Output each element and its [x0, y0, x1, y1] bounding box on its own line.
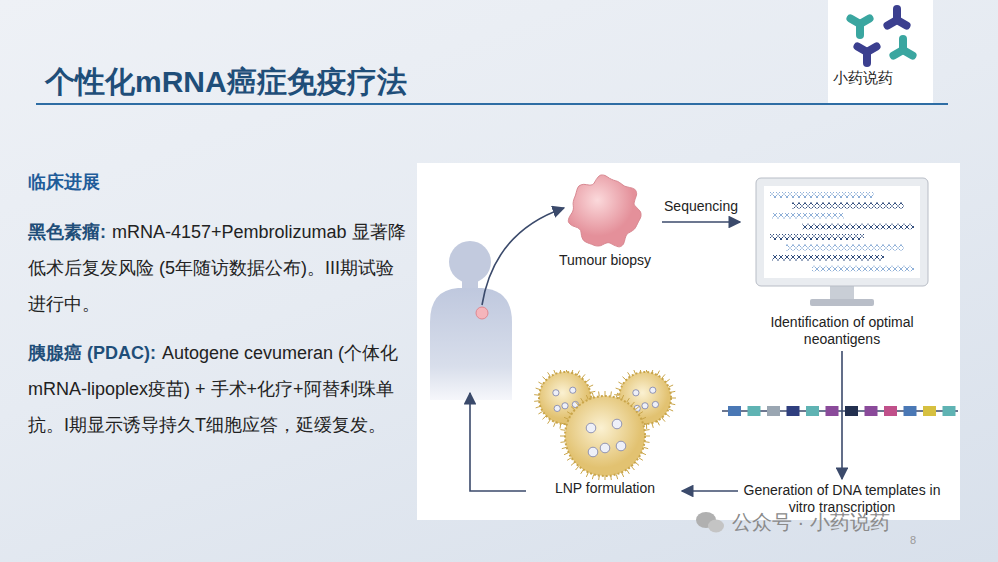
logo-piece: [893, 39, 912, 56]
template-bead: [845, 406, 858, 416]
tumour-blob: [568, 175, 641, 247]
person-silhouette: [430, 241, 512, 400]
tumour-biopsy-node: Tumour biopsy: [550, 172, 660, 269]
logo-text: 小药说药: [833, 69, 893, 86]
dna-template-strand: [722, 406, 958, 416]
text-block: 临床进展: [28, 170, 408, 194]
template-bead: [767, 406, 780, 416]
edge-label: Sequencing: [662, 198, 740, 214]
template-node: Generation of DNA templates in vitro tra…: [740, 482, 944, 516]
node-label: LNP formulation: [530, 480, 680, 497]
disease-heading: 黑色素瘤:: [28, 222, 106, 242]
logo-piece: [887, 9, 906, 26]
lnp-node: LNP formulation: [530, 370, 680, 497]
text-block: 小药说药: [833, 69, 928, 88]
node-label: Tumour biopsy: [550, 252, 660, 269]
title-rule: [36, 103, 948, 105]
template-bead: [865, 406, 878, 416]
monitor-node: Identification of optimal neoantigens: [742, 176, 942, 348]
template-bead: [787, 406, 800, 416]
process-arrow: [841, 351, 843, 479]
logo-mark: [850, 9, 912, 63]
return-arrow: [470, 393, 526, 491]
node-label: Identification of optimal neoantigens: [742, 314, 942, 348]
watermark: 公众号 · 小药说药: [732, 511, 890, 533]
template-bead: [728, 406, 741, 416]
disease-heading: 胰腺癌 (PDAC):: [28, 343, 156, 363]
sequencing-monitor: [756, 178, 928, 306]
lipid-nanoparticle: [560, 391, 650, 480]
node-illustration: [550, 172, 660, 252]
node-illustration: [742, 176, 942, 314]
logo-piece: [857, 47, 876, 64]
template-bead: [806, 406, 819, 416]
process-arrow: [662, 221, 740, 223]
logo-panel: [828, 0, 933, 104]
slide-title: 个性化mRNA癌症免疫疗法: [45, 62, 407, 103]
text-block: 胰腺癌 (PDAC):Autogene cevumeran (个体化mRNA-l…: [28, 335, 406, 443]
wechat-icon: [696, 512, 724, 533]
process-arrow: [682, 490, 738, 492]
text-block: 黑色素瘤:mRNA-4157+Pembrolizumab 显著降低术后复发风险 …: [28, 214, 406, 322]
node-label: Generation of DNA templates in vitro tra…: [740, 482, 944, 516]
text-block: 公众号 · 小药说药: [732, 509, 967, 536]
node-illustration: [530, 370, 680, 480]
template-bead: [826, 406, 839, 416]
template-bead: [904, 406, 917, 416]
figure-panel: [417, 163, 960, 520]
template-bead: [923, 406, 936, 416]
template-bead: [884, 406, 897, 416]
logo-piece: [850, 19, 869, 36]
page-number: 8: [910, 534, 916, 546]
section-heading: 临床进展: [28, 172, 100, 192]
template-bead: [748, 406, 761, 416]
template-bead: [943, 406, 956, 416]
text-block: 8: [910, 530, 930, 548]
biopsy-arrow: [482, 208, 564, 305]
